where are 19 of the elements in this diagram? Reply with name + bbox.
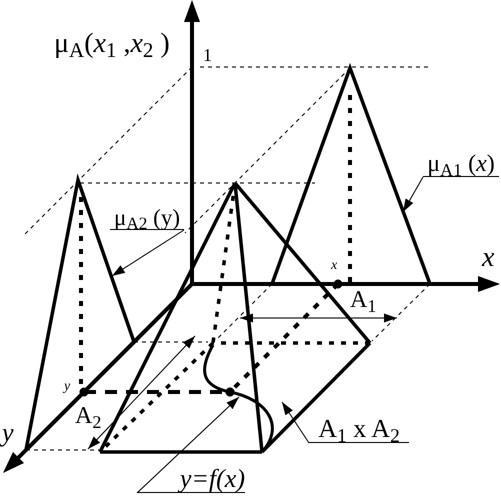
point-label: x [331,259,338,273]
tick-label: 1 [203,46,212,64]
leader-line [136,396,240,494]
set-label: A$_{2}$ [75,404,102,428]
formula-label: y=f(x) [137,460,245,493]
leader-line [402,176,424,212]
function-curve [203,344,274,453]
set-label: A$_{1}$ [350,288,376,312]
formula-label: μ$_{A1}$ (x) [423,143,499,177]
set-product-label: A$_{1}$ x A$_{2}$ [309,410,409,443]
leader-line [112,230,184,276]
formula-label: μ$_{A2}$ (y) [110,195,184,230]
projection-line [80,388,234,396]
axis-label: μ$_{A}$(x$_{1}$ ,x$_{2}$ ) [54,30,170,58]
axis-label: x [482,244,494,272]
base-parallelogram [98,341,372,454]
leader-line [282,402,310,444]
axis-label: y [0,417,14,448]
point-label: y [63,378,70,396]
